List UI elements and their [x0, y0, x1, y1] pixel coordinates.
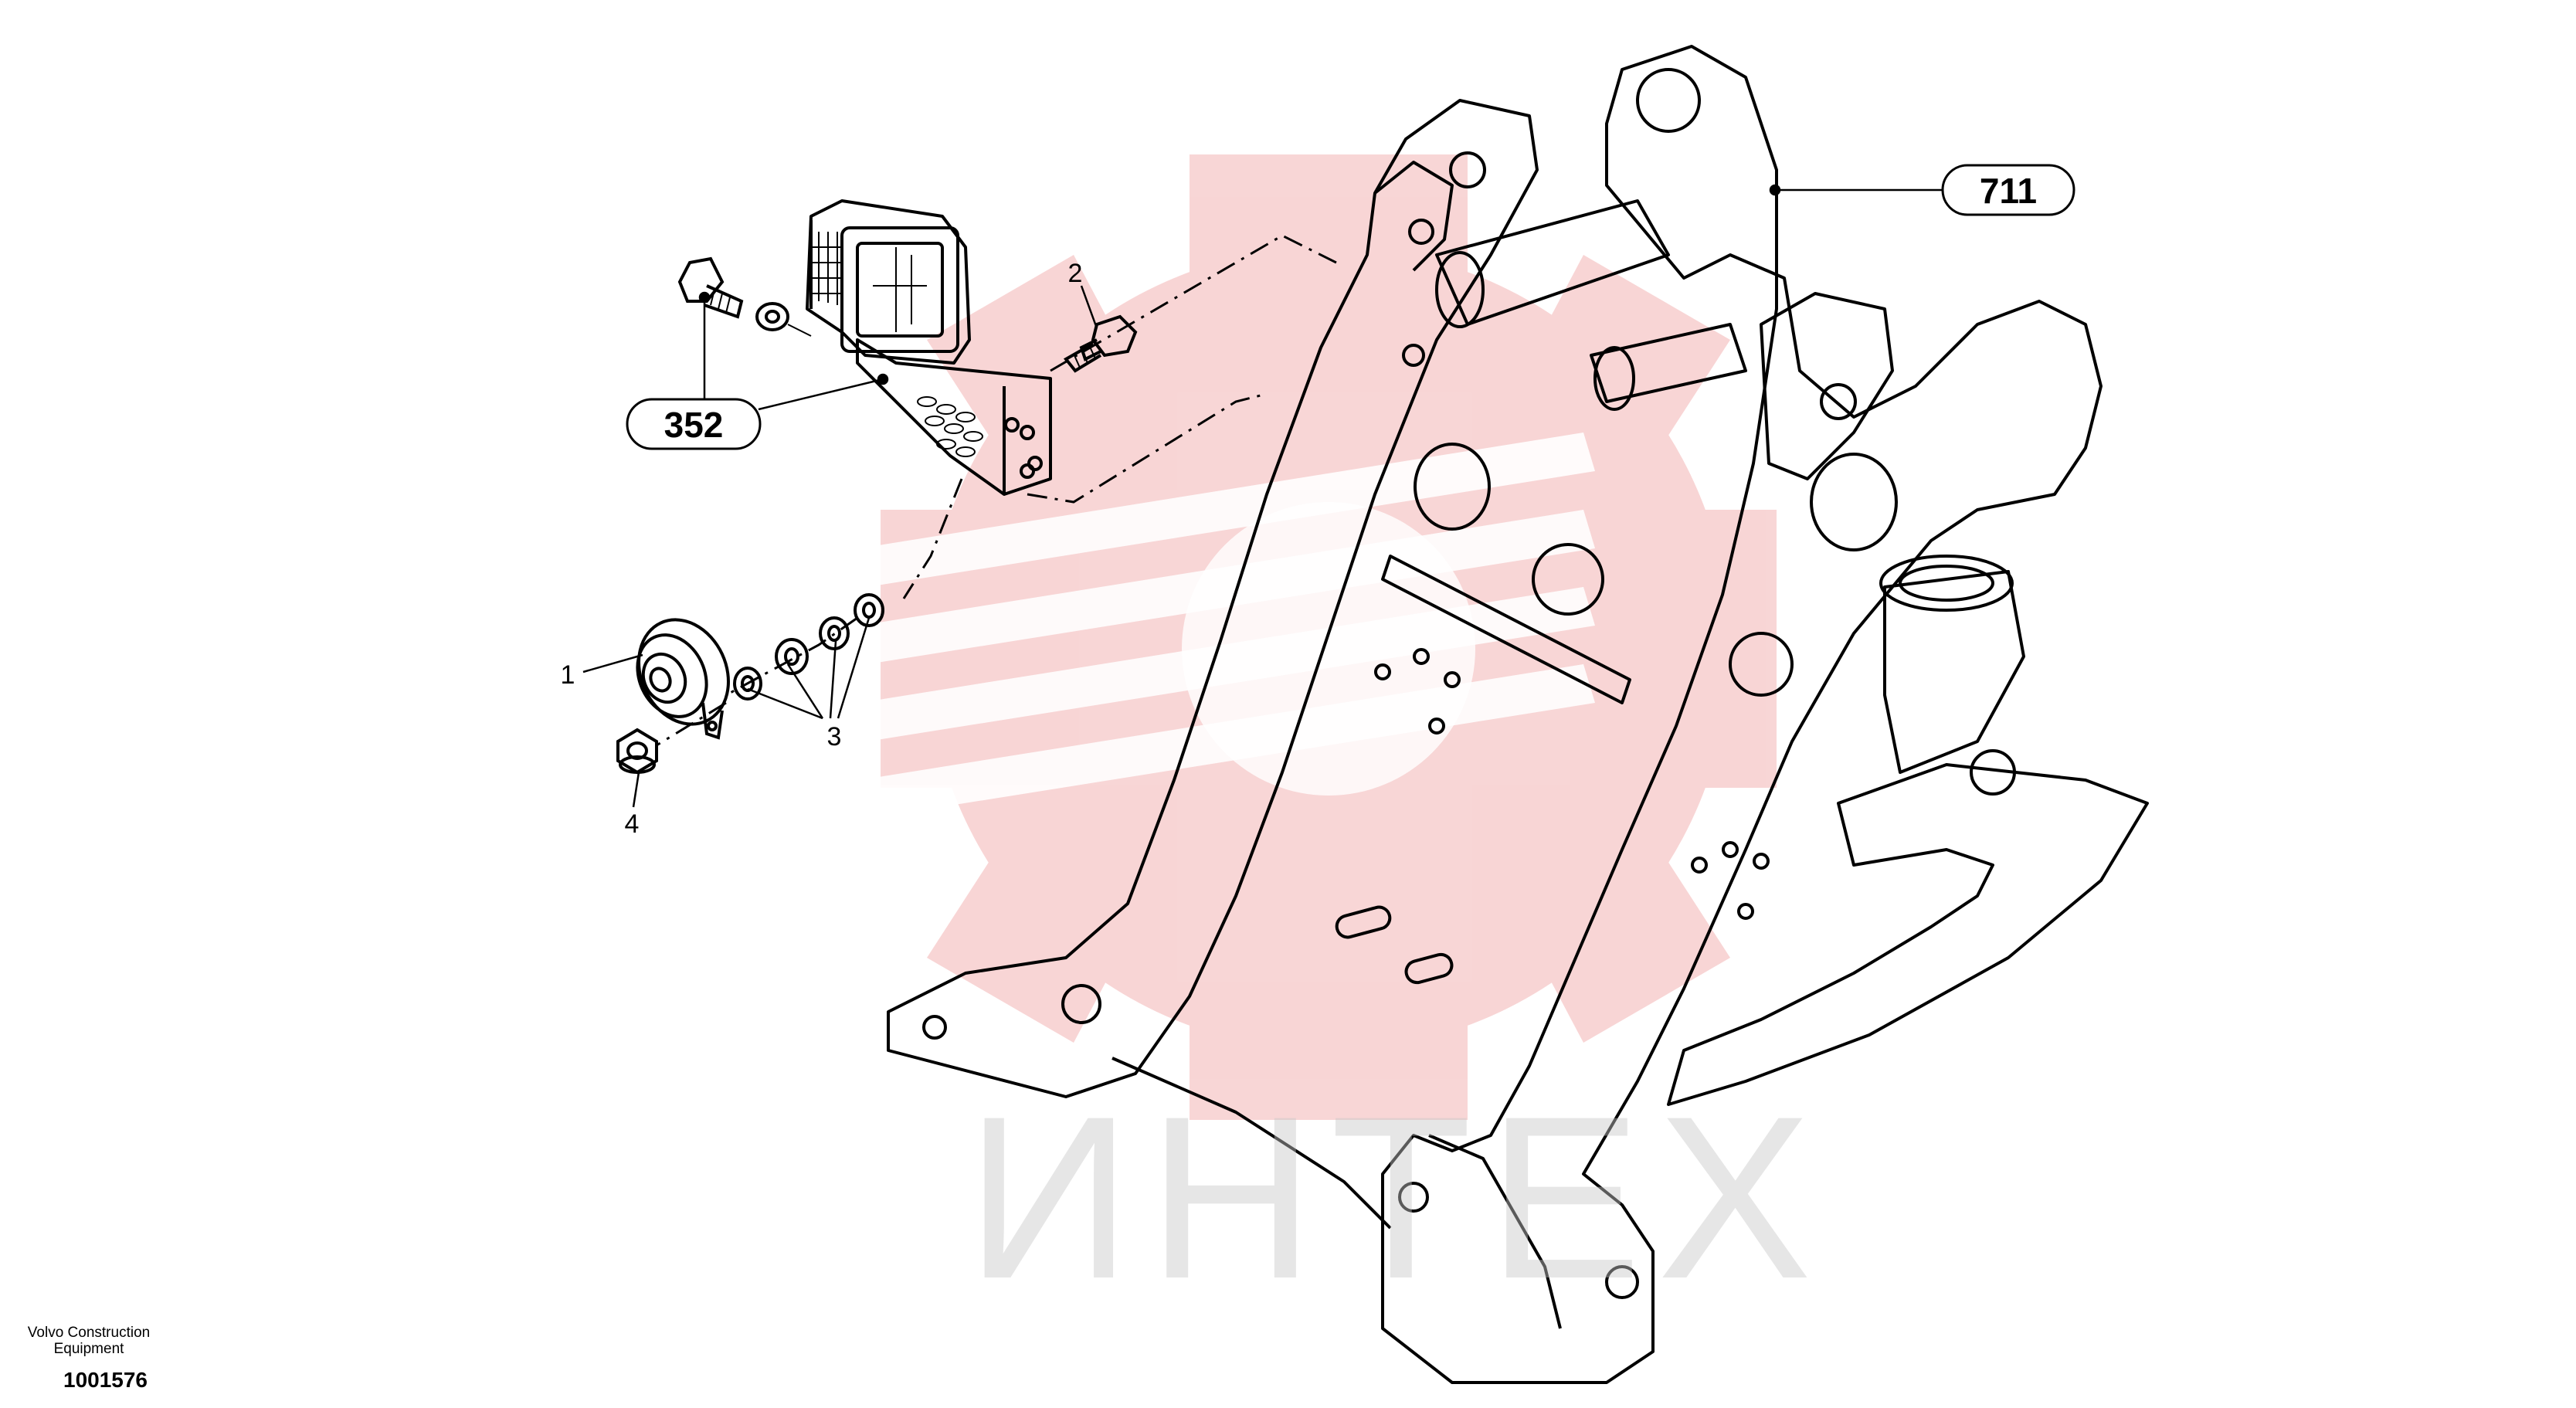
callout-3-label: 3	[827, 722, 842, 751]
assembly-lines	[656, 234, 1337, 747]
watermark-text: ИНТЕХ	[966, 1067, 1828, 1327]
brand-label: Volvo Construction Equipment	[15, 1325, 162, 1357]
nut-4	[616, 728, 658, 775]
callout-4-label: 4	[625, 809, 640, 839]
brand-line-1: Volvo Construction	[27, 1325, 151, 1341]
callout-711: 711	[1941, 164, 2075, 216]
diagram-id: 1001576	[63, 1368, 148, 1392]
callout-1-label: 1	[561, 660, 575, 690]
brand-line-2: Equipment	[53, 1341, 124, 1357]
screw-2	[1063, 314, 1138, 373]
callout-352: 352	[626, 398, 762, 450]
washers-3	[733, 593, 884, 701]
frame-assembly	[887, 45, 2149, 1384]
callout-711-label: 711	[1980, 171, 2037, 211]
work-lamp	[806, 199, 1052, 496]
callout-352-label: 352	[664, 405, 724, 445]
leader-lines	[582, 184, 1943, 808]
watermark-gear-hole	[1182, 502, 1475, 796]
callout-2-label: 2	[1068, 259, 1083, 288]
horn	[636, 618, 730, 740]
